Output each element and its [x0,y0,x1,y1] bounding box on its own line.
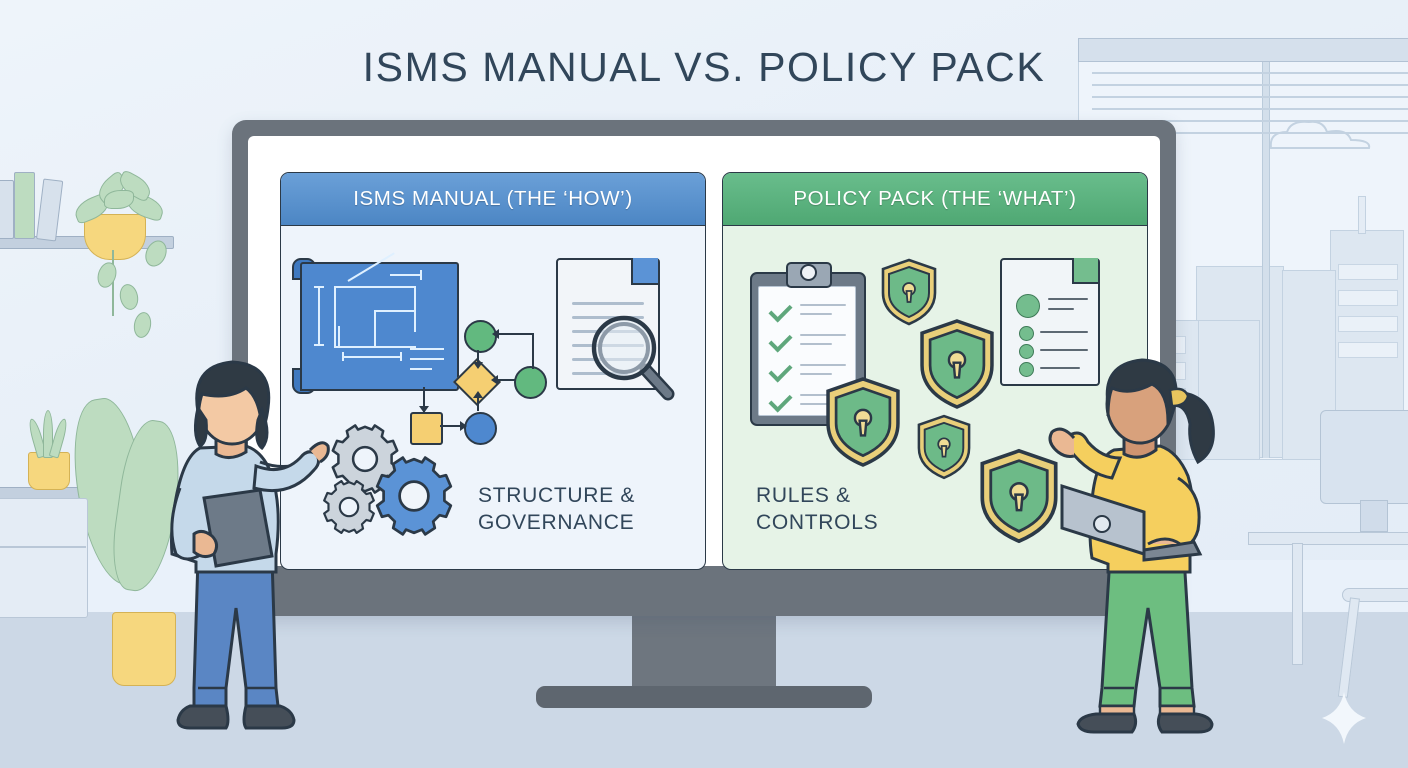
flow-arrow [423,387,426,412]
flow-arrow [494,333,534,336]
caption-right-line1: RULES & [756,484,851,507]
flow-node-blue [464,412,497,445]
magnifier-icon [591,315,675,401]
antenna [1358,196,1366,234]
shield-lock-icon [920,319,994,409]
book-2 [14,172,35,239]
panel-left-header: ISMS MANUAL (THE ‘HOW’) [281,173,705,226]
plant-leaf [117,282,141,312]
flow-arrowhead [473,391,483,398]
shield-lock-icon [980,448,1058,544]
blueprint-icon [300,252,459,391]
flow-arrow [493,379,515,382]
blind-slat [1092,84,1408,86]
document-fold [1072,258,1098,284]
clipboard-line [800,334,846,337]
monitor-base [536,686,872,708]
flow-arrowhead [419,406,429,413]
leafy-plant-pot [112,612,176,686]
succulent-pot [28,452,70,490]
clipboard-line [800,304,846,307]
desk-leg [1292,543,1303,665]
flow-arrowhead [492,329,499,339]
flow-arrowhead [491,375,498,385]
blind-slat [1092,72,1408,74]
desk-monitor [1320,410,1408,504]
document-list-icon [1000,258,1100,386]
gear-icon-accent [375,456,453,536]
caption-left-line2: GOVERNANCE [478,511,635,534]
caption-right-line2: CONTROLS [756,511,879,534]
panel-right-header: POLICY PACK (THE ‘WHAT’) [723,173,1147,226]
window-mullion [1262,60,1270,458]
clipboard-line [800,313,832,316]
monitor-neck [632,616,776,688]
blind-slat [1092,96,1408,98]
clipboard-line [800,364,846,367]
blinds-header [1078,38,1408,62]
sparkle-icon [1322,692,1366,744]
flow-arrowhead [473,362,483,369]
cabinet [0,498,88,618]
document-fold [631,258,658,285]
clipboard-line [800,403,832,406]
caption-left: STRUCTURE & GOVERNANCE [478,482,635,536]
presenter-left [170,360,330,730]
building-window [1338,342,1398,358]
cloud-icon [1269,120,1371,149]
clipboard-line [800,373,832,376]
desk-monitor-stand [1360,500,1388,532]
blind-slat [1092,132,1408,134]
flow-arrow [440,425,462,428]
clipboard-line [800,394,846,397]
plant-leaf [104,190,134,209]
gear-icon [323,480,375,534]
shield-lock-icon [826,377,900,467]
caption-right: RULES & CONTROLS [756,482,878,536]
blind-slat [1092,108,1408,110]
flow-arrow [477,397,480,411]
desk-surface [1248,532,1408,545]
blind-slat [1092,120,1408,122]
building-window [1338,264,1398,280]
clipboard-ring [800,264,817,281]
flow-node-task [410,412,443,445]
book-1 [0,180,14,239]
book-3 [36,178,64,242]
flow-arrow [477,350,480,364]
flow-node-green-top [464,320,497,353]
presenter-right [1048,358,1215,734]
plant-leaf [131,310,154,340]
page-title: ISMS MANUAL VS. POLICY PACK [362,44,1046,90]
flow-arrow [532,333,535,369]
shield-lock-icon [881,258,937,326]
shield-lock-icon [917,414,971,480]
clipboard-line [800,343,832,346]
cabinet-line [0,546,86,548]
hanging-plant-pot [84,214,146,260]
caption-left-line1: STRUCTURE & [478,484,636,507]
plant-leaf [94,259,120,291]
building-window [1338,290,1398,306]
flow-arrowhead [460,421,467,431]
succulent-leaf [43,410,53,458]
building-window [1338,316,1398,332]
flow-node-green-right [514,366,547,399]
